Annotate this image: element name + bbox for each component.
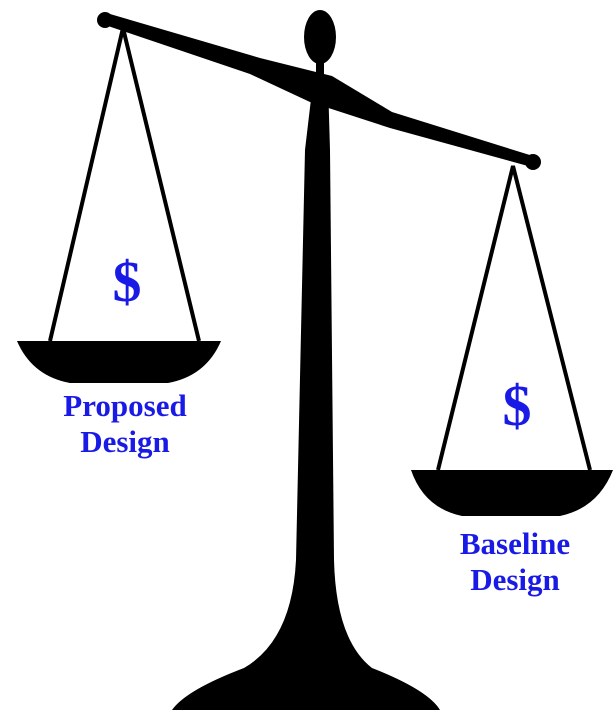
proposed-label-line2: Design xyxy=(80,424,170,459)
right-pan-dollar-sign: $ xyxy=(502,373,532,438)
left-pan-dollar-sign: $ xyxy=(112,249,142,314)
right-pan-bowl xyxy=(411,470,613,516)
left-pan-strings xyxy=(48,27,201,342)
scale-neck xyxy=(316,56,324,88)
left-pan-bowl xyxy=(17,341,221,383)
baseline-label-line2: Design xyxy=(470,562,560,597)
right-pan-strings xyxy=(436,165,592,471)
beam-left-end xyxy=(97,12,113,28)
baseline-label-line1: Baseline xyxy=(459,526,571,561)
proposed-design-label: Proposed Design xyxy=(30,388,220,460)
scale-beam xyxy=(104,14,535,166)
scale-post xyxy=(172,82,440,710)
baseline-design-label: Baseline Design xyxy=(420,526,610,598)
scale-top-knob xyxy=(304,10,336,64)
beam-right-end xyxy=(525,154,541,170)
proposed-label-line1: Proposed xyxy=(63,388,187,423)
